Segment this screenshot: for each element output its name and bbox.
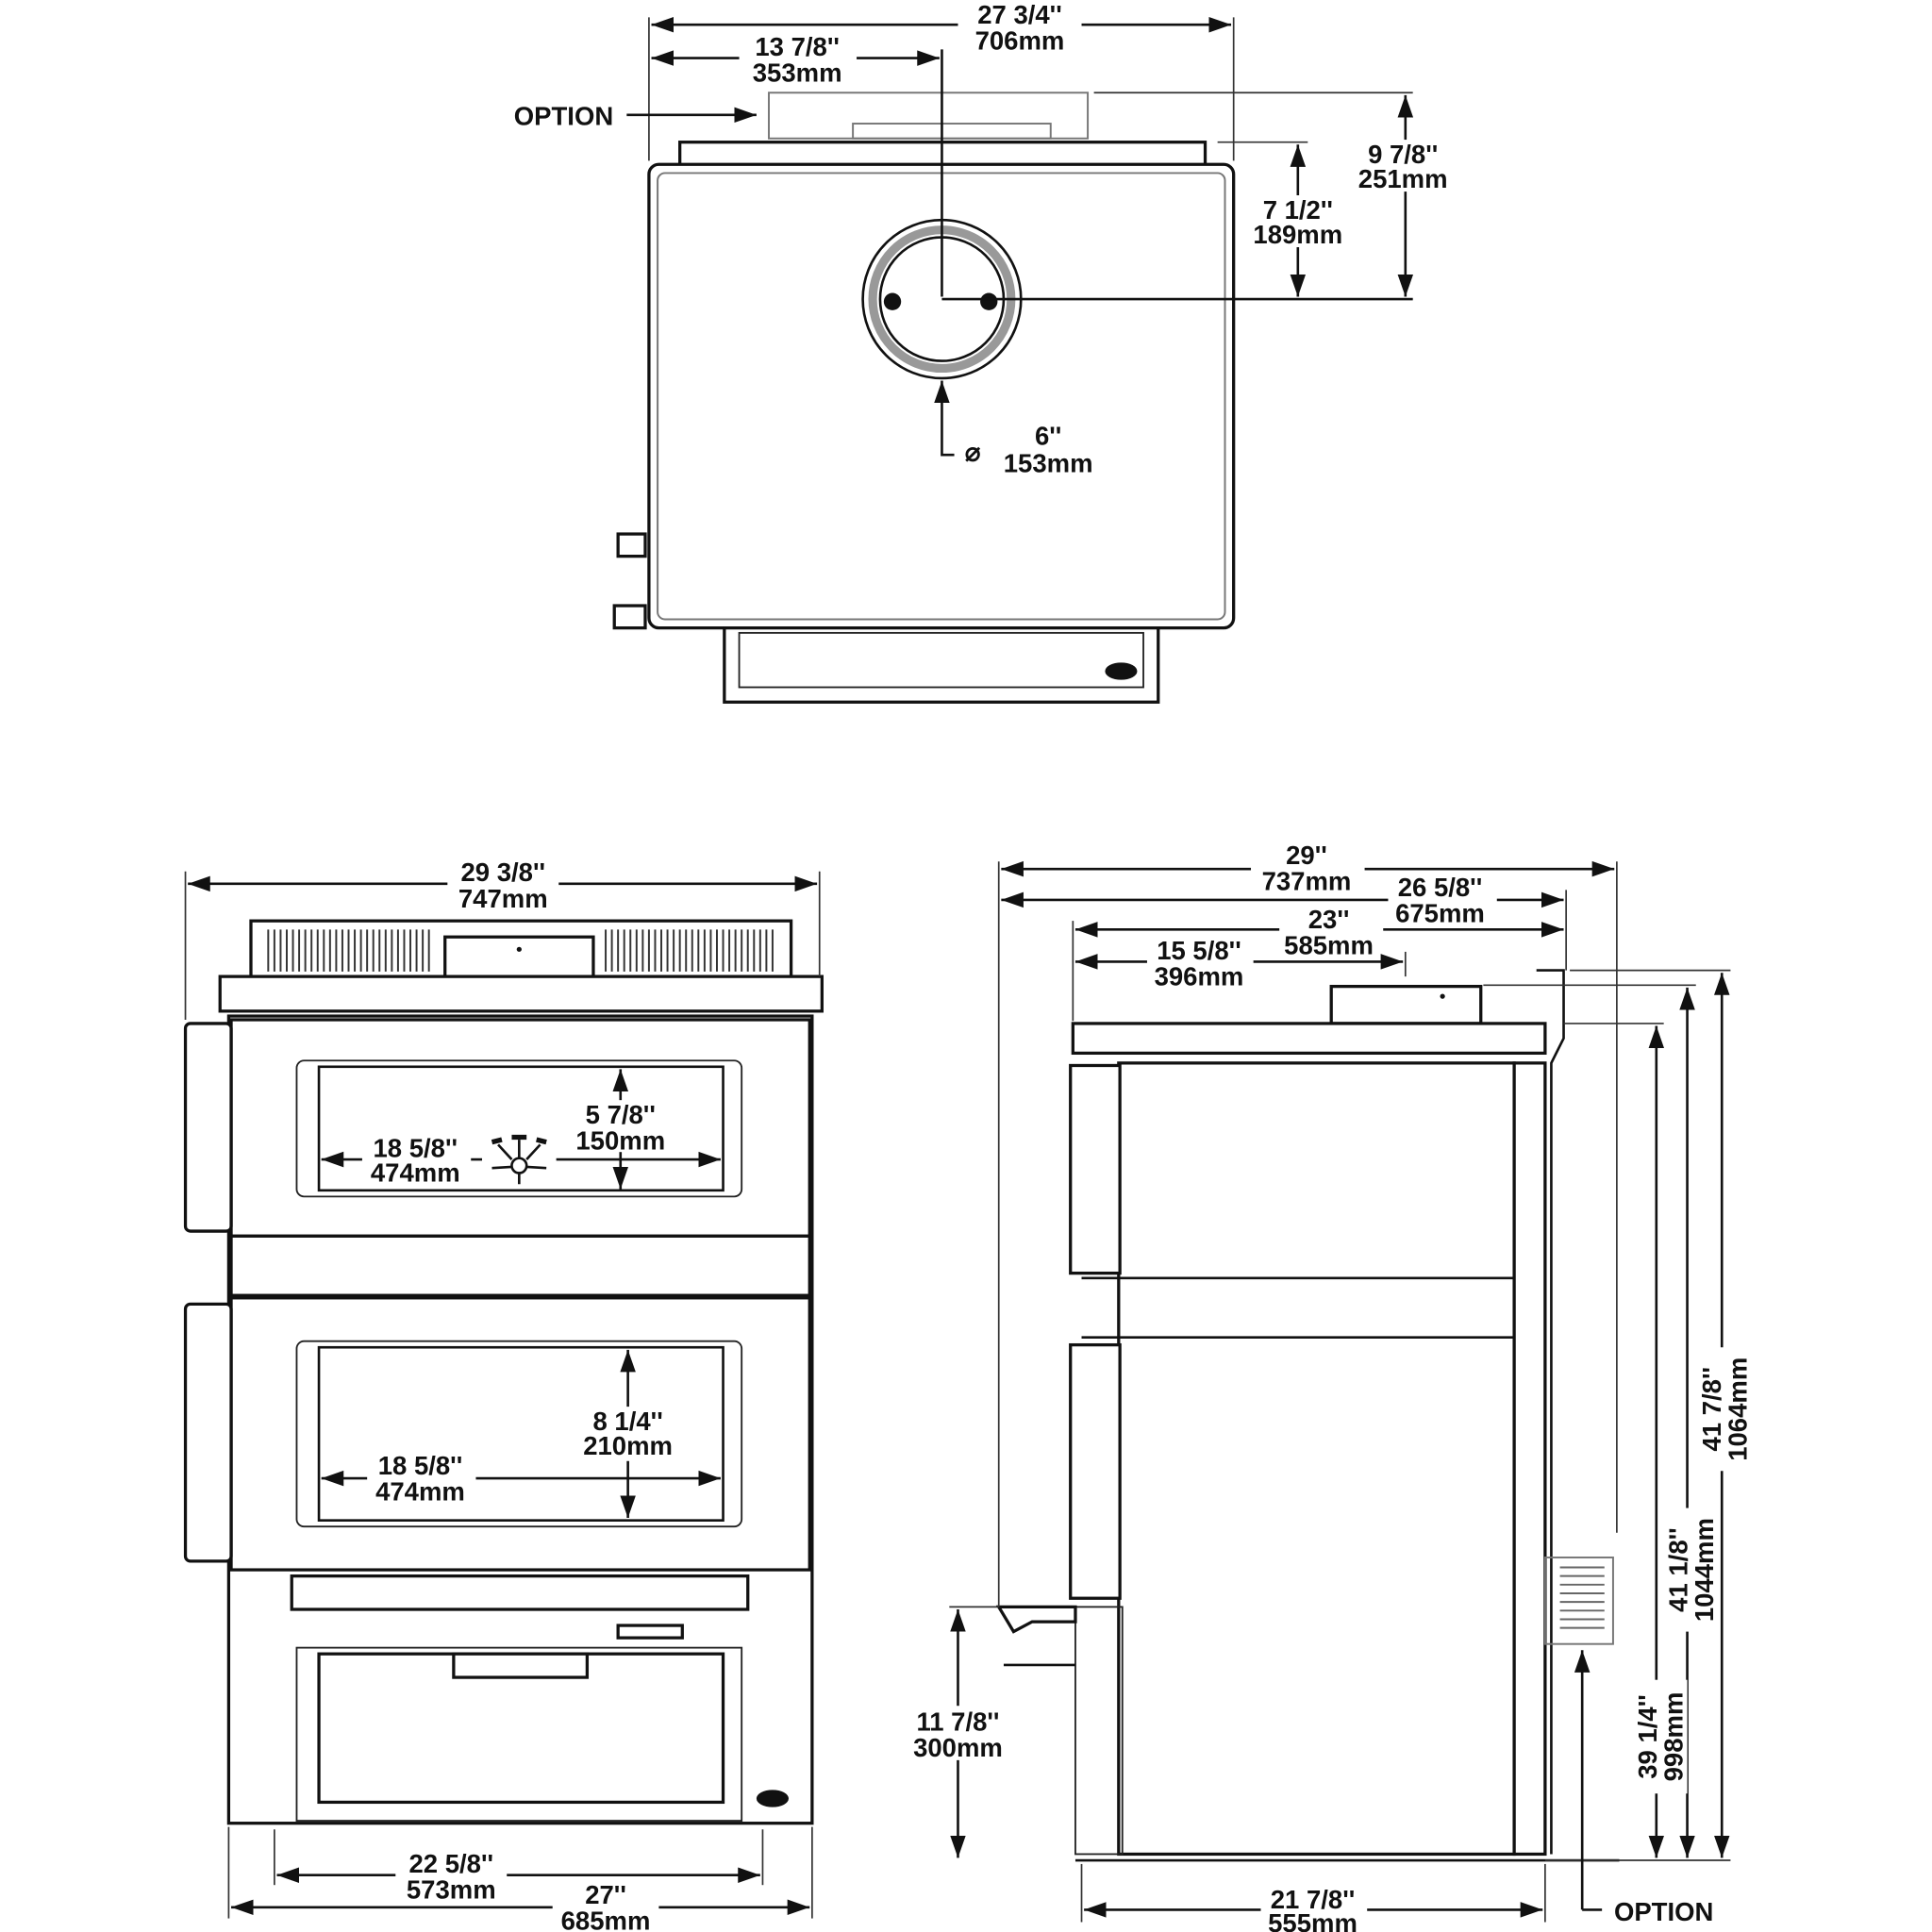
option-rear-panel — [768, 92, 1090, 140]
dim-base-depth-in: 21 7/8'' — [1271, 1885, 1356, 1914]
top-plate-side — [1071, 1022, 1547, 1056]
dim-ash-width-mm: 573mm — [407, 1875, 496, 1905]
option-vent — [1543, 1556, 1614, 1645]
upper-window — [295, 1059, 743, 1198]
dim-overall-width-in: 27 3/4'' — [977, 0, 1062, 29]
upper-door-side — [1069, 1063, 1122, 1275]
dim-front-width-mm: 747mm — [458, 884, 548, 913]
top-view: 27 3/4'' 706mm 13 7/8'' 353mm OPTION 9 7… — [514, 0, 1459, 704]
dim-base-depth-mm: 555mm — [1268, 1908, 1357, 1932]
dim-lower-window-height-mm: 210mm — [583, 1431, 673, 1460]
dim-front-width-in: 29 3/8'' — [461, 858, 546, 887]
dim-overall-depth-in: 29'' — [1286, 841, 1327, 870]
dim-lower-window-height-in: 8 1/4'' — [593, 1407, 663, 1436]
dim-upper-window-width-mm: 474mm — [371, 1158, 460, 1188]
dim-flue-depth-in: 7 1/2'' — [1263, 195, 1333, 225]
front-view: 29 3/8'' 747mm 5 7/8'' 150mm 18 5/8'' 47… — [183, 857, 824, 1932]
dim-lower-window-width-mm: 474mm — [375, 1477, 465, 1507]
dim-flue-depth-option-in: 9 7/8'' — [1368, 140, 1438, 169]
option-label-side: OPTION — [1614, 1897, 1713, 1926]
dim-flue-depth-option-mm: 251mm — [1358, 164, 1448, 193]
dim-flue-height-mm: 1044mm — [1690, 1518, 1719, 1622]
dim-flue-depth-side-mm: 396mm — [1155, 961, 1244, 991]
dim-rear-depth-mm: 675mm — [1395, 898, 1485, 927]
flue-collar-side — [1329, 984, 1483, 1025]
upper-door — [229, 1018, 811, 1238]
dim-top-height-in: 39 1/4'' — [1633, 1694, 1662, 1779]
dim-ash-width-in: 22 5/8'' — [408, 1849, 493, 1878]
side-view: 29'' 737mm 26 5/8'' 675mm 23'' 585mm 15 … — [906, 841, 1752, 1932]
dim-flue-depth-mm: 189mm — [1253, 220, 1342, 249]
dim-flue-offset-in: 13 7/8'' — [755, 32, 840, 61]
lower-door — [229, 1296, 811, 1572]
ash-shelf — [995, 1605, 1077, 1634]
upper-door-handle — [183, 1022, 233, 1233]
air-control-icon — [482, 1134, 557, 1185]
lower-door-handle — [183, 1302, 233, 1563]
dim-flue-offset-mm: 353mm — [753, 58, 842, 87]
stove-body-side — [1117, 1061, 1516, 1857]
lower-door-side — [1069, 1342, 1122, 1600]
dim-body-depth-mm: 585mm — [1284, 931, 1374, 960]
dim-overall-height-in: 41 7/8'' — [1697, 1367, 1726, 1452]
dim-upper-window-height-in: 5 7/8'' — [586, 1100, 656, 1129]
dim-flue-diameter-in: 6'' — [1035, 422, 1061, 451]
dim-top-height-mm: 998mm — [1658, 1692, 1688, 1782]
dim-upper-window-height-mm: 150mm — [575, 1126, 665, 1156]
ash-drawer-top — [723, 625, 1160, 704]
dim-flue-depth-side-in: 15 5/8'' — [1157, 936, 1241, 965]
option-label-top: OPTION — [514, 101, 613, 130]
dim-flue-diameter-mm: 153mm — [1004, 449, 1093, 478]
top-plate-front — [218, 974, 824, 1013]
dim-base-width-mm: 685mm — [561, 1906, 651, 1932]
dim-overall-width-mm: 706mm — [975, 25, 1065, 55]
dim-rear-depth-in: 26 5/8'' — [1398, 873, 1483, 902]
dim-lower-window-width-in: 18 5/8'' — [378, 1451, 463, 1480]
dim-flue-height-in: 41 1/8'' — [1664, 1527, 1693, 1612]
dim-overall-height-mm: 1064mm — [1723, 1357, 1752, 1461]
dim-body-depth-in: 23'' — [1308, 905, 1350, 934]
diameter-symbol: ⌀ — [965, 438, 981, 467]
dim-shelf-height-mm: 300mm — [913, 1733, 1003, 1762]
dim-overall-depth-mm: 737mm — [1262, 866, 1352, 895]
dim-base-width-in: 27'' — [585, 1880, 626, 1909]
lower-window — [295, 1340, 743, 1528]
dim-shelf-height-in: 11 7/8'' — [916, 1707, 999, 1736]
dim-upper-window-width-in: 18 5/8'' — [373, 1133, 458, 1162]
